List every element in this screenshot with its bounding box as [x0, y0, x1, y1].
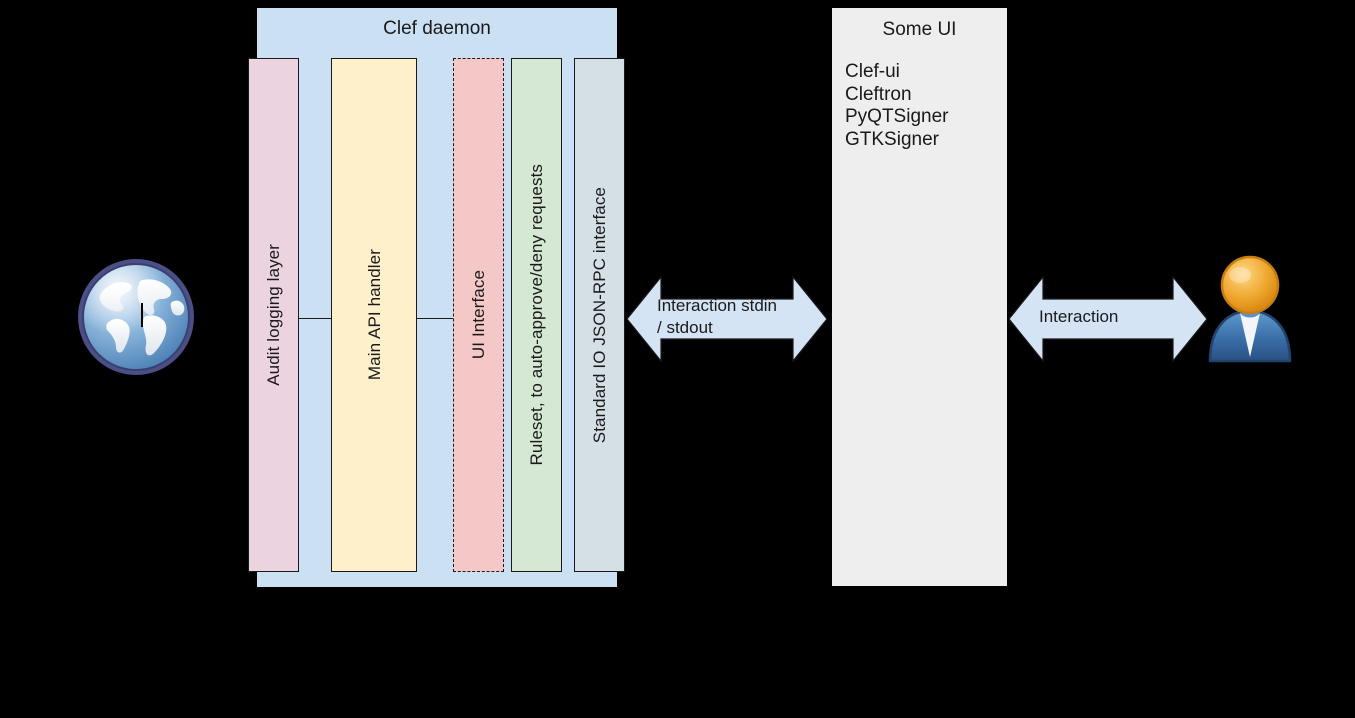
arrow-interaction-stdin-stdout: Interaction stdin / stdout	[627, 269, 827, 369]
clef-daemon-title: Clef daemon	[383, 18, 491, 39]
globe-icon	[74, 255, 199, 380]
some-ui-panel-title: Some UI	[882, 19, 957, 40]
box-main-api-handler[interactable]: Main API handler	[331, 58, 417, 572]
double-arrow-icon	[1009, 275, 1207, 363]
some-ui-panel-list: Clef-ui Cleftron PyQTSigner GTKSigner	[845, 61, 948, 151]
box-ruleset-label: Ruleset, to auto-approve/deny requests	[527, 164, 546, 466]
connector-audit-to-api	[298, 318, 332, 319]
double-arrow-icon	[627, 275, 827, 363]
box-ruleset[interactable]: Ruleset, to auto-approve/deny requests	[511, 58, 562, 572]
some-ui-panel[interactable]: Some UI Clef-ui Cleftron PyQTSigner GTKS…	[832, 8, 1007, 586]
box-standard-io-json-rpc-interface[interactable]: Standard IO JSON-RPC interface	[574, 58, 625, 572]
user-icon	[1204, 253, 1296, 363]
list-item: PyQTSigner	[845, 106, 949, 127]
box-audit-logging-layer-label: Audit logging layer	[264, 244, 283, 386]
arrow-interaction: Interaction	[1009, 269, 1207, 369]
box-audit-logging-layer[interactable]: Audit logging layer	[248, 58, 299, 572]
box-standard-io-json-rpc-interface-label: Standard IO JSON-RPC interface	[590, 186, 609, 444]
box-ui-interface[interactable]: UI Interface	[453, 58, 504, 572]
list-item: GTKSigner	[845, 128, 939, 150]
connector-api-to-ui	[416, 318, 454, 319]
box-main-api-handler-label: Main API handler	[364, 249, 384, 381]
list-item: Clef-ui	[845, 61, 900, 82]
box-ui-interface-label: UI Interface	[469, 270, 488, 360]
list-item: Cleftron	[845, 83, 912, 105]
clef-daemon-panel	[257, 8, 617, 587]
